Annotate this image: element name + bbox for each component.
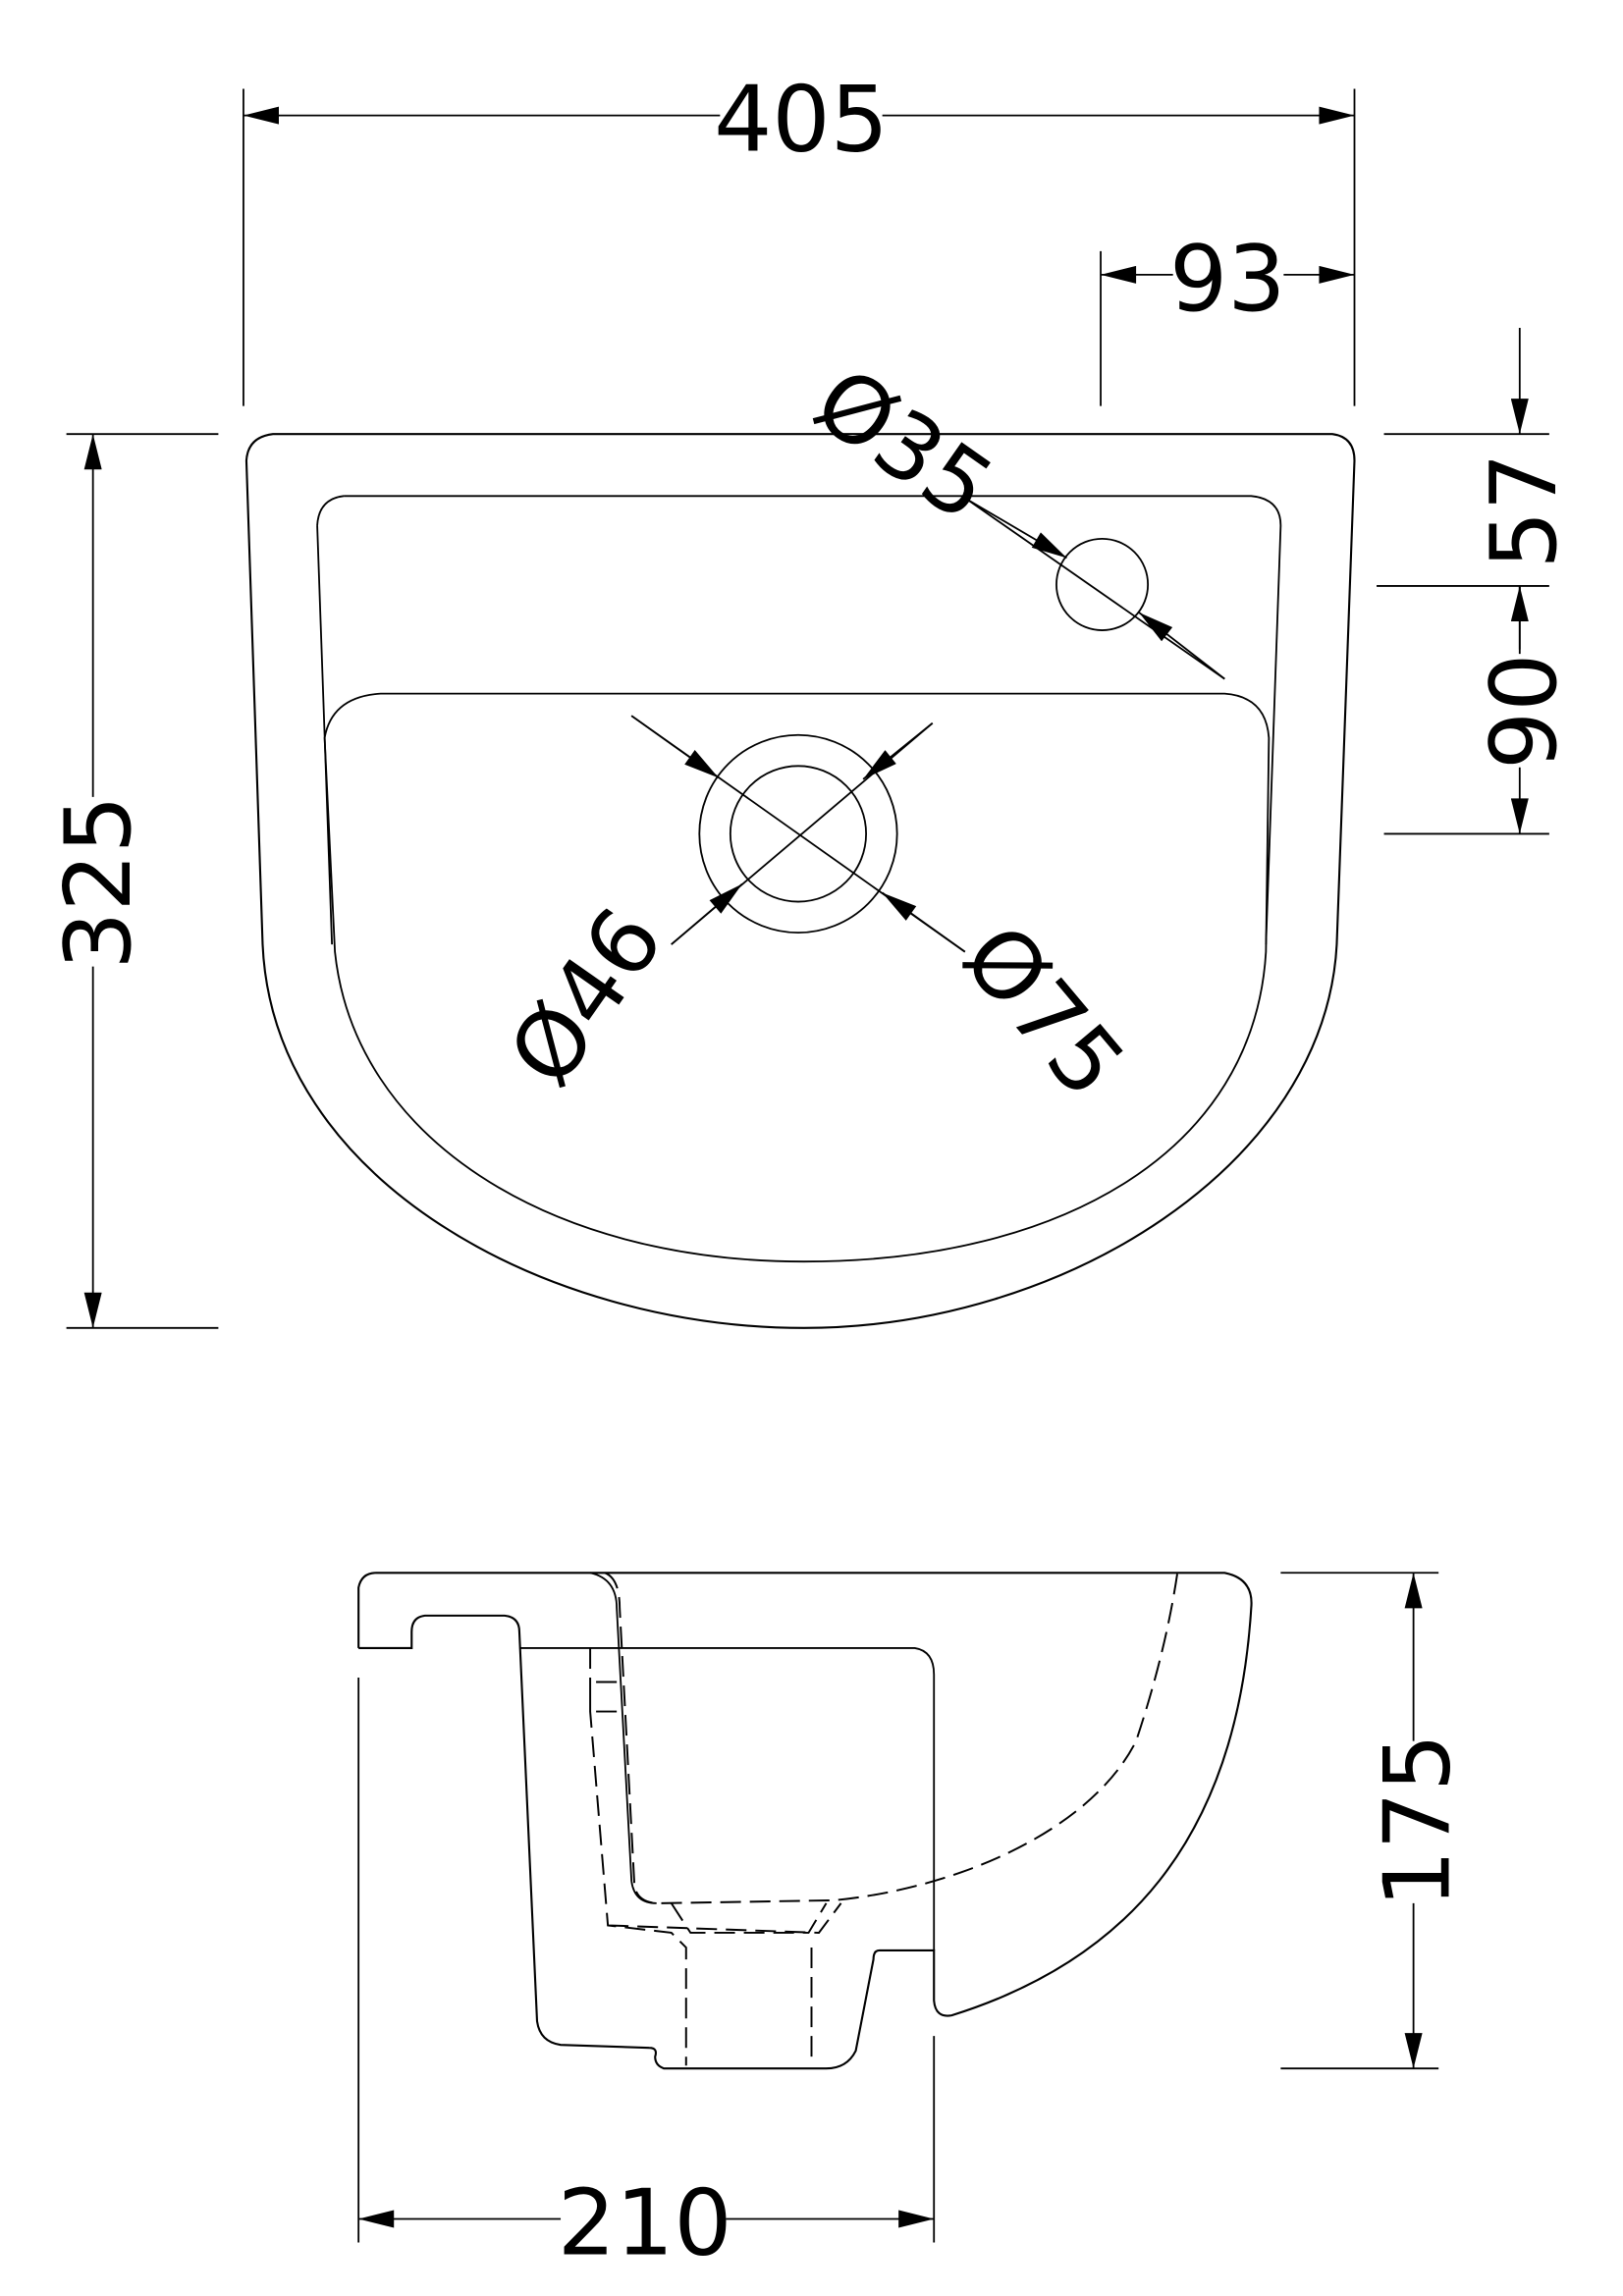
tap-offset-dimension-label: 93 (1169, 226, 1286, 332)
side-view: 175 210 (357, 1572, 1471, 2276)
top-view: Ø35 Ø46 Ø75 405 93 325 57 90 (45, 67, 1577, 1329)
waste-outer (698, 733, 898, 934)
side-outer-outline (357, 1572, 1253, 2070)
bowl-outline (323, 692, 1271, 1263)
tap-hole-diameter-label: Ø35 (796, 347, 1011, 543)
tap-hole (1055, 537, 1150, 631)
width-dimension-label: 405 (714, 67, 889, 173)
waste-inner (729, 765, 868, 903)
waste-outer-diameter-label: Ø75 (943, 905, 1145, 1117)
waste-from-tap-dimension-label: 90 (1471, 653, 1577, 770)
basin-deck-inner (316, 495, 1282, 945)
basin-outer-outline (244, 433, 1356, 1329)
projection-dimension-label: 210 (558, 2170, 732, 2276)
tap-from-back-dimension-label: 57 (1471, 453, 1577, 569)
height-dimension-label: 175 (1365, 1734, 1471, 1908)
waste-inner-diameter-label: Ø46 (489, 889, 684, 1104)
depth-dimension-label: 325 (45, 795, 151, 970)
